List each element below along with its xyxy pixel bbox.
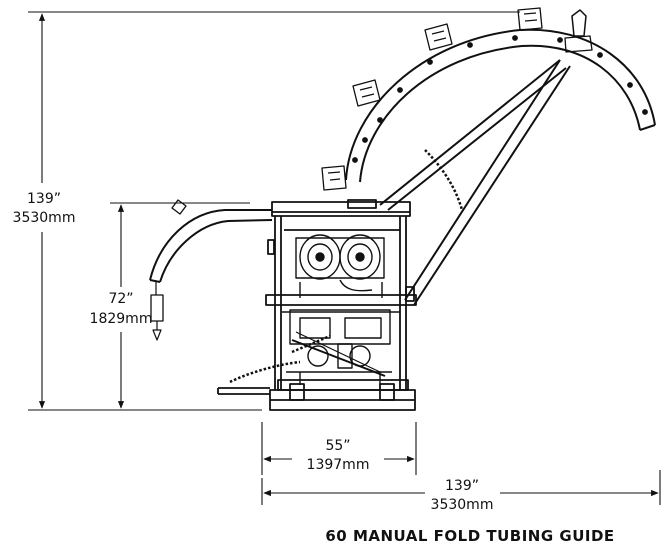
base-width-metric: 1397mm	[307, 457, 370, 473]
hydraulic-motors	[295, 234, 385, 298]
small-tubing-guide	[149, 199, 273, 341]
arched-tubing-guide	[345, 28, 656, 183]
guide-height-imperial: 72”	[108, 291, 133, 307]
base-width-imperial: 55”	[325, 438, 350, 454]
main-frame	[265, 199, 417, 390]
overall-width-metric: 3530mm	[431, 497, 494, 513]
roller-brackets	[321, 7, 593, 191]
drive-assembly	[282, 309, 400, 385]
overall-height-imperial: 139”	[27, 191, 61, 207]
drawing-title: 60 MANUAL FOLD TUBING GUIDE	[325, 527, 614, 545]
dimension-lines	[28, 11, 661, 505]
guide-height-metric: 1829mm	[90, 311, 153, 327]
base-skid	[217, 379, 416, 411]
machine-illustration	[149, 7, 656, 411]
support-struts	[379, 59, 571, 306]
overall-height-metric: 3530mm	[13, 210, 76, 226]
overall-width-imperial: 139”	[445, 478, 479, 494]
chain	[229, 149, 464, 384]
